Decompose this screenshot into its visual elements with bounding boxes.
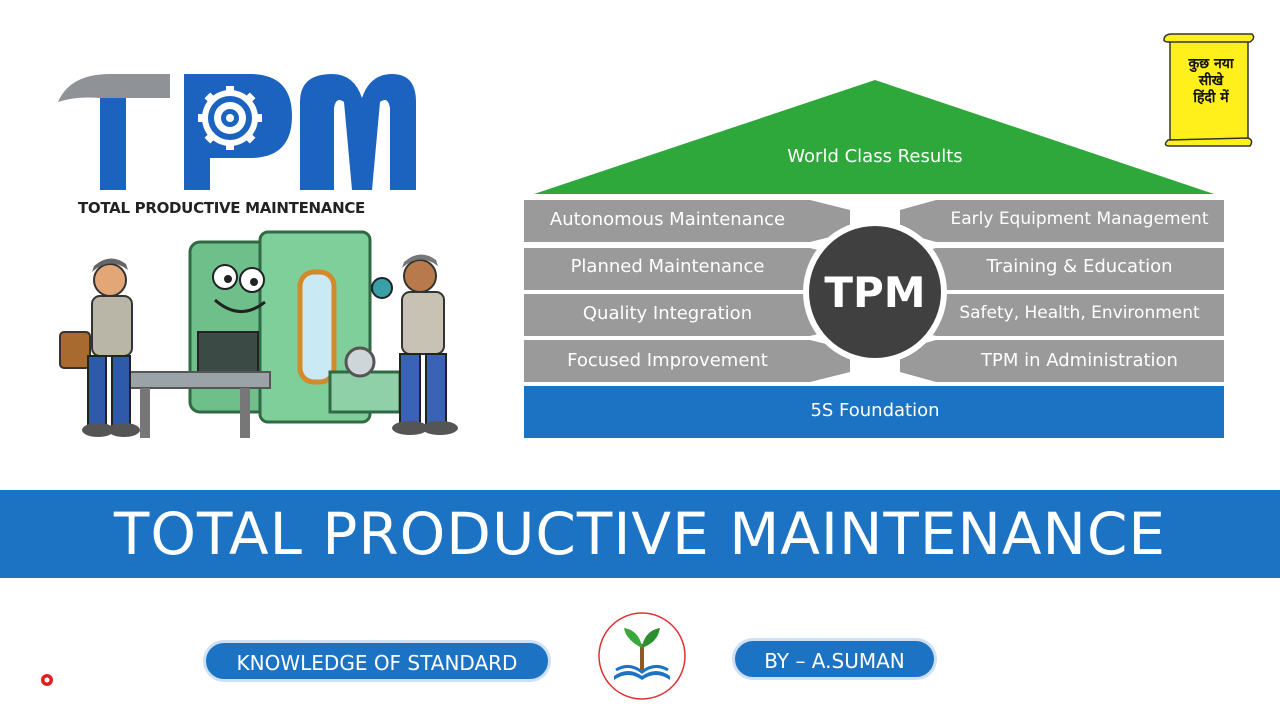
- pillar-right-label-1: Early Equipment Management: [950, 209, 1209, 229]
- worker-right-head: [403, 259, 437, 293]
- badge-line-1: कुछ नया: [1188, 56, 1234, 72]
- pillar-right-label-3: Safety, Health, Environment: [959, 303, 1200, 323]
- tpm-house-diagram: [524, 80, 1224, 438]
- pillar-right-2: [900, 248, 1224, 290]
- tpm-center-label: TPM: [824, 268, 926, 317]
- author-pill: BY – A.SUMAN: [732, 638, 937, 680]
- plant-book-logo-icon: [598, 612, 686, 700]
- pillar-right-3: [900, 294, 1224, 336]
- banner-title: TOTAL PRODUCTIVE MAINTENANCE: [113, 500, 1167, 568]
- hindi-scroll-badge: [1163, 33, 1255, 147]
- pillar-left-label-1: Autonomous Maintenance: [549, 209, 786, 230]
- pillar-right-label-4: TPM in Administration: [981, 350, 1178, 371]
- badge-line-2: सीखे: [1198, 73, 1224, 89]
- pillar-left-4: [524, 340, 850, 382]
- roof: [534, 80, 1214, 194]
- letter-m: [300, 74, 416, 190]
- pillar-right-label-2: Training & Education: [986, 256, 1173, 277]
- foundation-label: 5S Foundation: [810, 400, 940, 421]
- maintenance-illustration: [59, 230, 458, 438]
- pillar-left-label-4: Focused Improvement: [567, 350, 768, 371]
- hindi-badge-text: कुछ नया सीखे हिंदी में: [1172, 56, 1250, 107]
- title-banner: [0, 490, 1280, 578]
- pillar-left-label-2: Planned Maintenance: [570, 256, 765, 277]
- tpm-logo: [58, 74, 416, 190]
- pillar-right-1: [900, 200, 1224, 242]
- logo-subtitle: TOTAL PRODUCTIVE MAINTENANCE: [78, 199, 365, 217]
- pillar-left-1: [524, 200, 850, 242]
- foundation: [524, 386, 1224, 438]
- pillar-left-3: [524, 294, 850, 336]
- record-indicator-icon: [41, 674, 53, 686]
- badge-line-3: हिंदी में: [1193, 90, 1229, 106]
- worker-left-head: [93, 263, 127, 297]
- pillar-left-2: [524, 248, 850, 290]
- knowledge-of-standard-pill: KNOWLEDGE OF STANDARD: [203, 640, 551, 682]
- gear-icon: [198, 86, 262, 150]
- roof-label: World Class Results: [787, 146, 963, 167]
- pillar-left-label-3: Quality Integration: [582, 303, 753, 324]
- pillar-right-4: [900, 340, 1224, 382]
